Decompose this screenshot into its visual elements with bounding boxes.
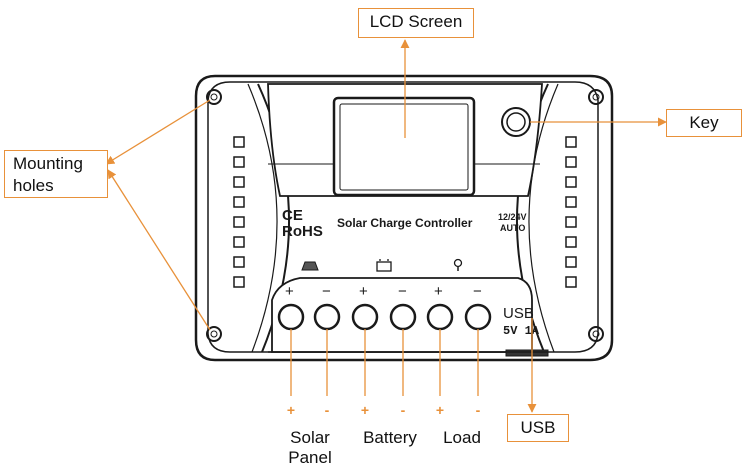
product-name: Solar Charge Controller [337, 216, 473, 230]
sign-load-positive: + [435, 402, 445, 418]
right-grip-curve-inner [528, 83, 559, 353]
bulb-icon [453, 258, 463, 271]
solar-panel-label-line1: Solar [290, 428, 330, 447]
left-grip-curve-inner [247, 83, 278, 353]
load-label: Load [443, 428, 481, 447]
key-button[interactable] [501, 107, 531, 137]
solar-panel-label-line2: Panel [288, 448, 332, 467]
sign-solar-positive: + [286, 402, 296, 418]
usb-device-label: USB [503, 305, 534, 322]
terminal-load-negative [464, 303, 492, 331]
lcd-screen-callout-label: LCD Screen [369, 12, 463, 31]
voltage-mode: AUTO [500, 223, 525, 233]
panel-sign-4: − [398, 283, 407, 300]
sign-load-negative: - [475, 402, 481, 418]
mounting-holes-callout-line2: holes [13, 176, 54, 195]
panel-sign-1: + [285, 283, 294, 300]
mounting-holes-callout-line1: Mounting [13, 154, 83, 173]
sign-battery-positive: + [360, 402, 370, 418]
usb-port [505, 349, 549, 357]
sign-solar-negative: - [324, 402, 330, 418]
panel-sign-6: − [473, 283, 482, 300]
mounting-hole-top-right [588, 89, 604, 105]
lcd-screen-callout: LCD Screen [358, 8, 474, 38]
right-vent-slots [565, 136, 577, 288]
panel-sign-3: + [359, 283, 368, 300]
ce-mark: CE [282, 207, 303, 224]
voltage-rating: 12/24V [498, 212, 527, 222]
sign-battery-negative: - [400, 402, 406, 418]
terminal-solar-negative [313, 303, 341, 331]
solar-panel-label: Solar Panel [278, 428, 342, 468]
leader-mount-bottom [107, 169, 211, 331]
panel-sign-2: − [322, 283, 331, 300]
mounting-hole-bottom-left [206, 326, 222, 342]
panel-sign-5: + [434, 283, 443, 300]
terminal-load-positive [426, 303, 454, 331]
usb-callout-label: USB [520, 418, 556, 437]
mounting-hole-top-left [206, 89, 222, 105]
left-vent-slots [233, 136, 245, 288]
battery-label: Battery [363, 428, 417, 447]
terminal-battery-positive [351, 303, 379, 331]
solar-panel-icon [301, 261, 319, 271]
rohs-mark: RoHS [282, 223, 323, 240]
battery-icon [376, 259, 392, 272]
terminal-battery-negative [389, 303, 417, 331]
mounting-holes-callout: Mounting holes [4, 150, 108, 198]
leader-mount-top [105, 99, 211, 165]
terminal-solar-positive [277, 303, 305, 331]
lcd-screen-inner [339, 103, 469, 191]
lcd-screen [332, 96, 476, 197]
key-callout-label: Key [689, 113, 719, 132]
usb-callout: USB [507, 414, 569, 442]
key-callout: Key [666, 109, 742, 137]
usb-spec-label: 5V 1A [503, 324, 540, 338]
mounting-hole-bottom-right [588, 326, 604, 342]
